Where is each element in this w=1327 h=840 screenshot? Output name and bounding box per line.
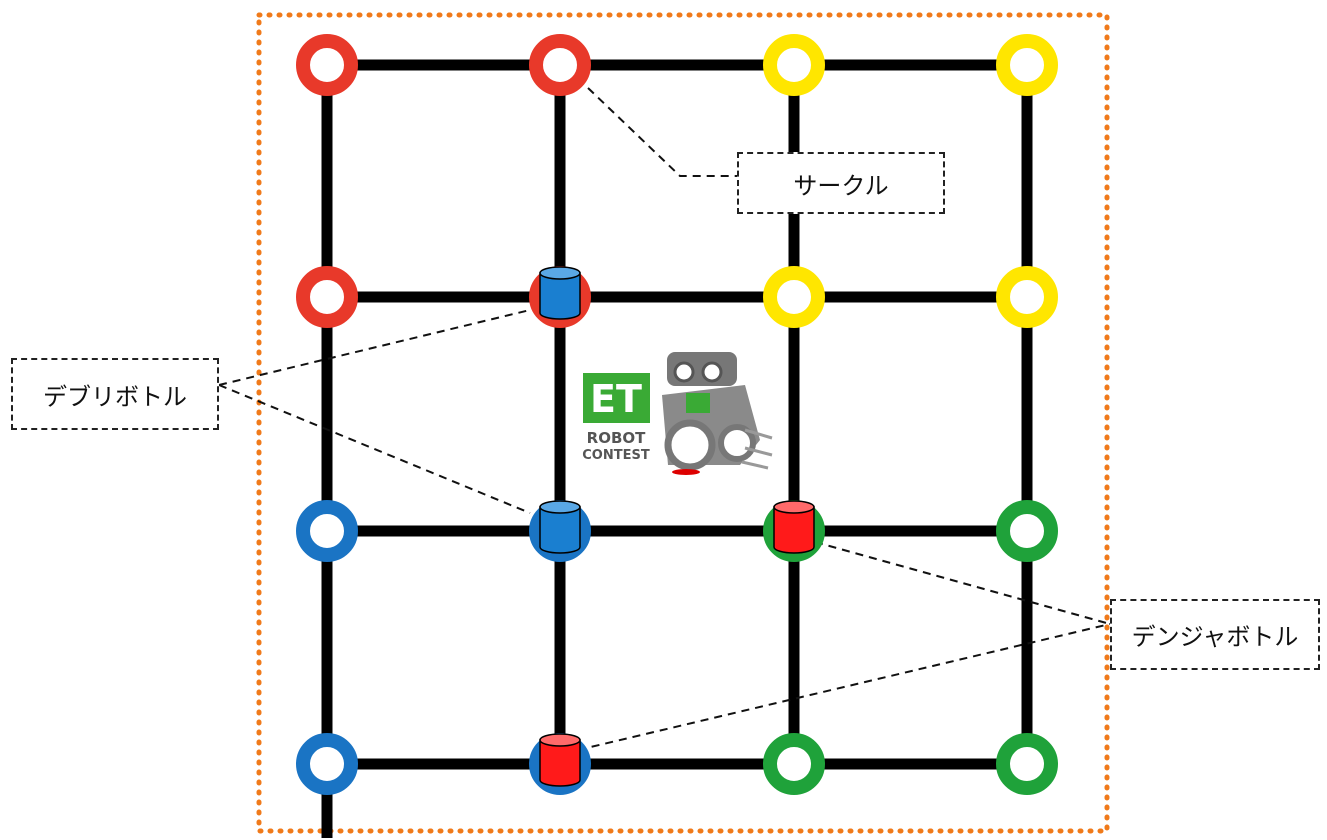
circle-label-box: サークル	[737, 152, 945, 214]
grid-lines	[321, 59, 1033, 838]
circle-green	[996, 733, 1058, 795]
logo-et-block	[583, 373, 650, 423]
robot-mascot-icon	[662, 352, 773, 475]
circle-yellow	[763, 266, 825, 328]
circle-green	[763, 733, 825, 795]
logo-robot-text: ROBOT	[587, 429, 646, 447]
danger-bottle-label-box: デンジャボトル	[1110, 599, 1320, 670]
field-border	[256, 12, 1110, 834]
danger-bottle	[539, 733, 581, 787]
debri-leader-line-upper	[218, 309, 531, 386]
danger-bottle-label: デンジャボトル	[1131, 623, 1299, 651]
debri-bottle	[539, 266, 581, 320]
circle-yellow	[763, 34, 825, 96]
debri-bottle-label: デブリボトル	[43, 382, 187, 411]
bottles	[539, 266, 815, 787]
callout-lines	[218, 87, 1111, 751]
debri-bottle-label-box: デブリボトル	[11, 358, 219, 430]
circle-blue	[296, 500, 358, 562]
debri-bottle	[539, 500, 581, 554]
circle-label: サークル	[793, 171, 889, 200]
circle-leader-line	[587, 87, 737, 177]
danger-leader-line-lower	[577, 623, 1111, 751]
circle-blue	[296, 733, 358, 795]
circle-red	[296, 266, 358, 328]
circles	[296, 34, 1058, 795]
danger-bottle	[773, 500, 815, 554]
circle-red	[296, 34, 358, 96]
circle-green	[996, 500, 1058, 562]
circle-red	[529, 34, 591, 96]
circle-yellow	[996, 266, 1058, 328]
debri-leader-line-lower	[218, 384, 531, 514]
logo-contest-text: CONTEST	[582, 448, 650, 463]
et-robocon-logo: ET ROBOT CONTEST	[582, 352, 773, 475]
circle-yellow	[996, 34, 1058, 96]
danger-leader-line-upper	[814, 541, 1111, 625]
logo-et-text: ET	[590, 377, 642, 421]
